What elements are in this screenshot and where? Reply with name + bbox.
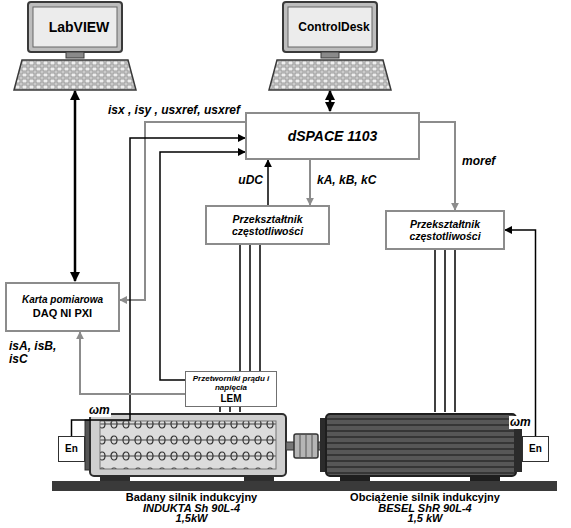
connector-line	[259, 245, 261, 371]
node-text: dSPACE 1103	[288, 128, 378, 145]
connector	[75, 91, 76, 281]
keyboard	[14, 60, 136, 90]
connector-line	[309, 160, 311, 205]
base-plate	[52, 481, 557, 491]
connector-line	[444, 250, 446, 412]
connector	[160, 152, 245, 380]
connector-line	[329, 91, 332, 111]
connector	[435, 250, 455, 412]
connector-line	[74, 91, 77, 281]
monitor-stand	[66, 52, 84, 58]
connector	[310, 160, 311, 205]
connector-line	[239, 245, 241, 371]
signal-label: moref	[461, 155, 496, 168]
connector	[505, 230, 536, 436]
node-text: En	[529, 443, 542, 455]
monitor-stand	[321, 52, 339, 58]
node-text: Badany silnik indukcyjny	[85, 492, 298, 503]
connector-line	[420, 122, 455, 210]
connector-line	[160, 152, 245, 380]
transducer-box: Przetworniki prądu i napięciaLEM	[185, 371, 277, 407]
connector	[420, 122, 455, 210]
node-text: 1,5 kW	[320, 513, 530, 524]
node-text: Przekształtnik częstotliwości	[391, 218, 499, 242]
node-text: Obciążenie silnik indukcyjny	[320, 492, 530, 503]
daq-card-box: Karta pomiarowaDAQ NI PXI	[5, 282, 120, 332]
connector	[330, 91, 331, 111]
connector-line	[239, 407, 241, 412]
connector	[220, 407, 240, 412]
connector-line	[229, 407, 231, 412]
converter-box: Przekształtnik częstotliwości	[385, 210, 505, 250]
encoder-box: En	[58, 436, 85, 462]
signal-label: isx , isy , usxref, usxref	[107, 104, 241, 117]
computer-monitor: LabVIEW	[15, 2, 143, 90]
motor-housing	[326, 414, 516, 476]
connector-line	[267, 160, 269, 205]
controller-box: dSPACE 1103	[245, 112, 420, 160]
connector	[240, 245, 260, 371]
coupling	[294, 434, 318, 458]
signal-label: ωm	[509, 416, 532, 429]
connector-line	[249, 245, 251, 371]
node-text: LabVIEW	[15, 18, 143, 36]
encoder-box: En	[522, 436, 549, 462]
connector	[268, 160, 269, 205]
connector-line	[434, 250, 436, 412]
stator-winding	[100, 421, 276, 469]
node-text: Przetworniki prądu i napięcia	[189, 374, 273, 393]
node-text: Karta pomiarowa	[22, 294, 103, 306]
keyboard	[269, 60, 391, 90]
converter-box: Przekształtnik częstotliwości	[205, 205, 330, 245]
signal-label: ωm	[88, 404, 111, 417]
node-text: Przekształtnik częstotliwości	[211, 213, 324, 237]
connector-line	[454, 250, 456, 412]
connector-line	[80, 332, 185, 394]
signal-label: uDC	[237, 174, 264, 187]
node-text: DAQ NI PXI	[33, 306, 92, 320]
motor-housing	[90, 414, 286, 476]
node-text: ControlDesk	[270, 20, 398, 34]
induction-motor: Obciążenie silnik indukcyjnyBESEL ShR 90…	[320, 412, 530, 524]
connector-line	[219, 407, 221, 412]
coupling-groove	[306, 434, 307, 458]
computer-monitor: ControlDesk	[270, 2, 398, 90]
connector	[80, 332, 185, 394]
node-text: En	[65, 443, 78, 455]
coupling-groove	[300, 434, 301, 458]
node-text: BESEL ShR 90L-4	[320, 503, 530, 514]
node-text: LEM	[220, 393, 241, 405]
signal-label: isA, isB, isC	[8, 340, 74, 366]
induction-motor: Badany silnik indukcyjnyINDUKTA Sh 90L-4…	[85, 412, 298, 524]
connector-line	[505, 230, 536, 436]
node-text: 1,5kW	[85, 513, 298, 524]
signal-label: kA, kB, kC	[316, 174, 377, 187]
coupling-groove	[312, 434, 313, 458]
node-text: INDUKTA Sh 90L-4	[85, 503, 298, 514]
